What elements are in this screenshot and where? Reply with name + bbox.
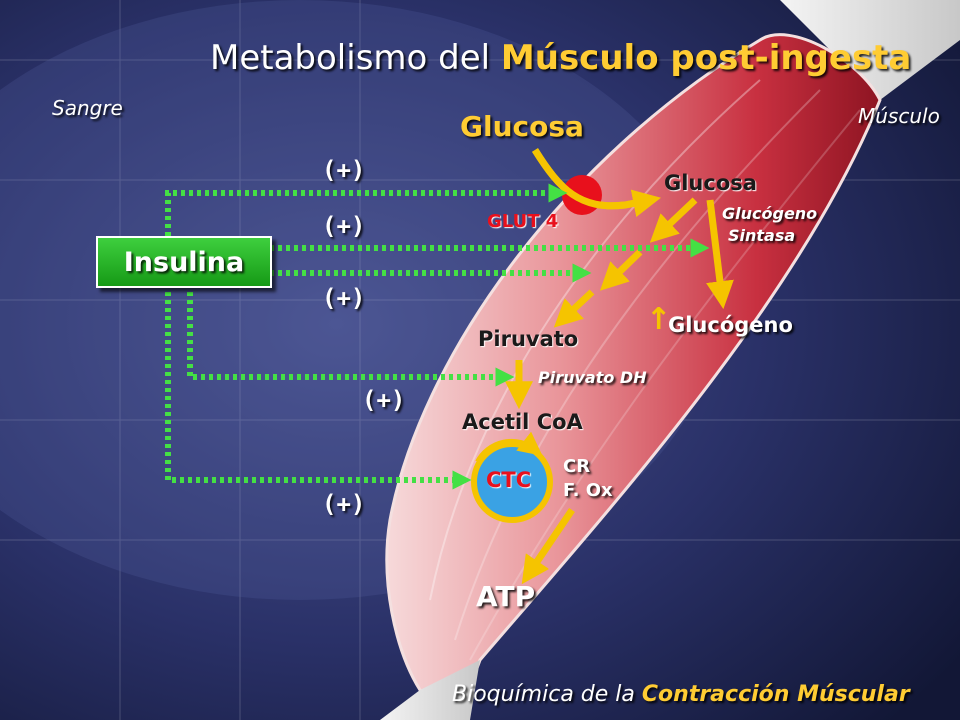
muscle-belly [385, 33, 882, 698]
ctc-label: CTC [486, 468, 532, 492]
pyruvate-dh-label: Piruvato DH [538, 368, 647, 387]
cr-label: CR [563, 456, 591, 477]
top-tendon [780, 0, 960, 100]
insulin-to-glut4 [165, 183, 568, 236]
activation-label-glycolysis: (+) [322, 284, 366, 312]
muscle-label: Músculo [858, 104, 940, 128]
fox-label: F. Ox [563, 480, 613, 501]
bottom-tendon [380, 660, 480, 720]
ctc-cycle-arrow [475, 431, 543, 464]
activation-label-glut4: (+) [322, 156, 366, 184]
glucose-blood-label: Glucosa [460, 110, 584, 143]
glucose-cell-label: Glucosa [664, 171, 757, 195]
insulin-label: Insulina [123, 246, 245, 278]
glucose-uptake-arrow-front [532, 148, 651, 210]
atp-label: ATP [476, 580, 536, 613]
glycogen-increase-icon: ↑ [646, 302, 672, 337]
glycogen-synthase-label-2: Sintasa [728, 226, 796, 245]
page-title-highlight: Músculo post-ingesta [500, 38, 912, 78]
acetyl-coa-label: Acetil CoA [462, 410, 583, 434]
activation-label-ctc: (+) [322, 490, 366, 518]
atp-arrow [521, 508, 575, 585]
insulin-box: Insulina [96, 236, 272, 288]
muscle-illustration [380, 0, 960, 720]
page-title: Metabolismo del Músculo post-ingesta [210, 38, 912, 78]
glycolysis-arrow-2 [599, 249, 643, 291]
activation-label-pyruvate-dh: (+) [362, 386, 406, 414]
footer-highlight: Contracción Múscular [641, 682, 910, 707]
glycogen-label: Glucógeno [668, 313, 793, 337]
glycogenesis-arrow [706, 199, 734, 310]
glycogen-synthase-label-1: Glucógeno [722, 204, 818, 223]
insulin-connectors [165, 183, 710, 490]
glycolysis-arrow-3 [553, 289, 595, 328]
glut4-label: GLUT 4 [487, 211, 559, 232]
activation-label-glycogen-synthase: (+) [322, 212, 366, 240]
glycolysis-arrow-1 [649, 197, 698, 243]
pyruvate-label: Piruvato [478, 327, 579, 351]
insulin-to-ctc [165, 284, 472, 490]
blood-label: Sangre [52, 96, 123, 120]
footer-caption: Bioquímica de la Contracción Múscular [452, 682, 910, 707]
